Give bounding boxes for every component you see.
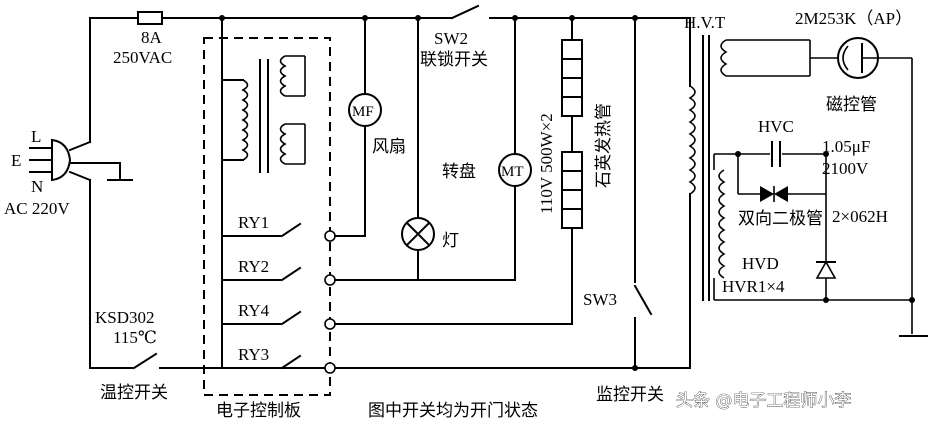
bus-junctions	[219, 15, 575, 21]
fan-symbol: MF	[352, 104, 374, 120]
fan-name: 风扇	[372, 137, 406, 157]
turntable-motor	[498, 17, 532, 281]
heater-rating: 110V 500W×2	[537, 113, 556, 214]
top-bus-wires	[89, 17, 691, 143]
thermostat-temp: 115℃	[113, 328, 157, 347]
turntable-name: 转盘	[442, 162, 476, 182]
monitor-switch-name: 监控开关	[596, 385, 664, 405]
sw3-name: SW3	[583, 290, 617, 309]
transformer-label: H.V.T	[684, 13, 726, 32]
magnetron-model: 2M253K（AP）	[795, 9, 912, 28]
watermark: 头条 @电子工程师小李	[676, 391, 851, 411]
lamp	[401, 17, 435, 281]
relay-ry1	[221, 222, 366, 242]
fuse-rating: 8A	[141, 28, 163, 47]
bidirectional-diode	[737, 154, 826, 202]
bidirectional-diode-name: 双向二极管	[738, 209, 823, 229]
hvd-part: HVR1×4	[722, 277, 785, 296]
high-voltage-transformer	[688, 17, 810, 369]
relay-ry4-label: RY4	[238, 301, 270, 320]
hvc-name: HVC	[758, 117, 794, 136]
relay-ry4	[221, 310, 573, 330]
quartz-heater-tubes	[561, 17, 583, 325]
magnetron	[809, 37, 928, 337]
sw2-name: SW2	[434, 29, 468, 48]
plug-n-label: N	[31, 177, 43, 196]
thermostat-model: KSD302	[95, 308, 155, 327]
hvc-voltage: 2100V	[822, 159, 869, 178]
control-board-name: 电子控制板	[216, 401, 301, 421]
thermostat-switch	[89, 352, 691, 370]
control-board-boundary	[203, 37, 331, 396]
diode-part: 2×062H	[832, 207, 888, 226]
sw3-monitor-switch	[632, 15, 653, 371]
relay-ry1-label: RY1	[238, 213, 269, 232]
board-left-rail	[221, 17, 244, 369]
magnetron-name: 磁控管	[826, 95, 877, 115]
fan-motor	[348, 17, 382, 237]
relay-transformer	[241, 55, 306, 173]
thermostat-name: 温控开关	[100, 383, 168, 403]
relay-ry3-label: RY3	[238, 345, 269, 364]
heater-name: 石英发热管	[594, 103, 614, 188]
sw2-desc: 联锁开关	[420, 50, 488, 70]
relay-ry3	[221, 354, 336, 374]
plug-l-label: L	[31, 127, 41, 146]
sw2-interlock-switch	[450, 4, 480, 20]
hv-diode	[713, 154, 912, 303]
power-plug	[29, 138, 133, 369]
plug-e-label: E	[11, 151, 21, 170]
lamp-name: 灯	[442, 231, 459, 251]
mains-voltage: AC 220V	[4, 199, 70, 218]
hvc-value: 1.05μF	[822, 137, 870, 156]
hv-capacitor	[713, 141, 829, 170]
fuse-voltage: 250VAC	[113, 48, 172, 67]
turntable-symbol: MT	[501, 164, 524, 180]
hvd-name: HVD	[742, 254, 779, 273]
relay-ry2-label: RY2	[238, 257, 269, 276]
relay-ry2	[221, 266, 516, 286]
fuse	[137, 11, 163, 25]
switch-state-note: 图中开关均为开门状态	[368, 401, 538, 421]
